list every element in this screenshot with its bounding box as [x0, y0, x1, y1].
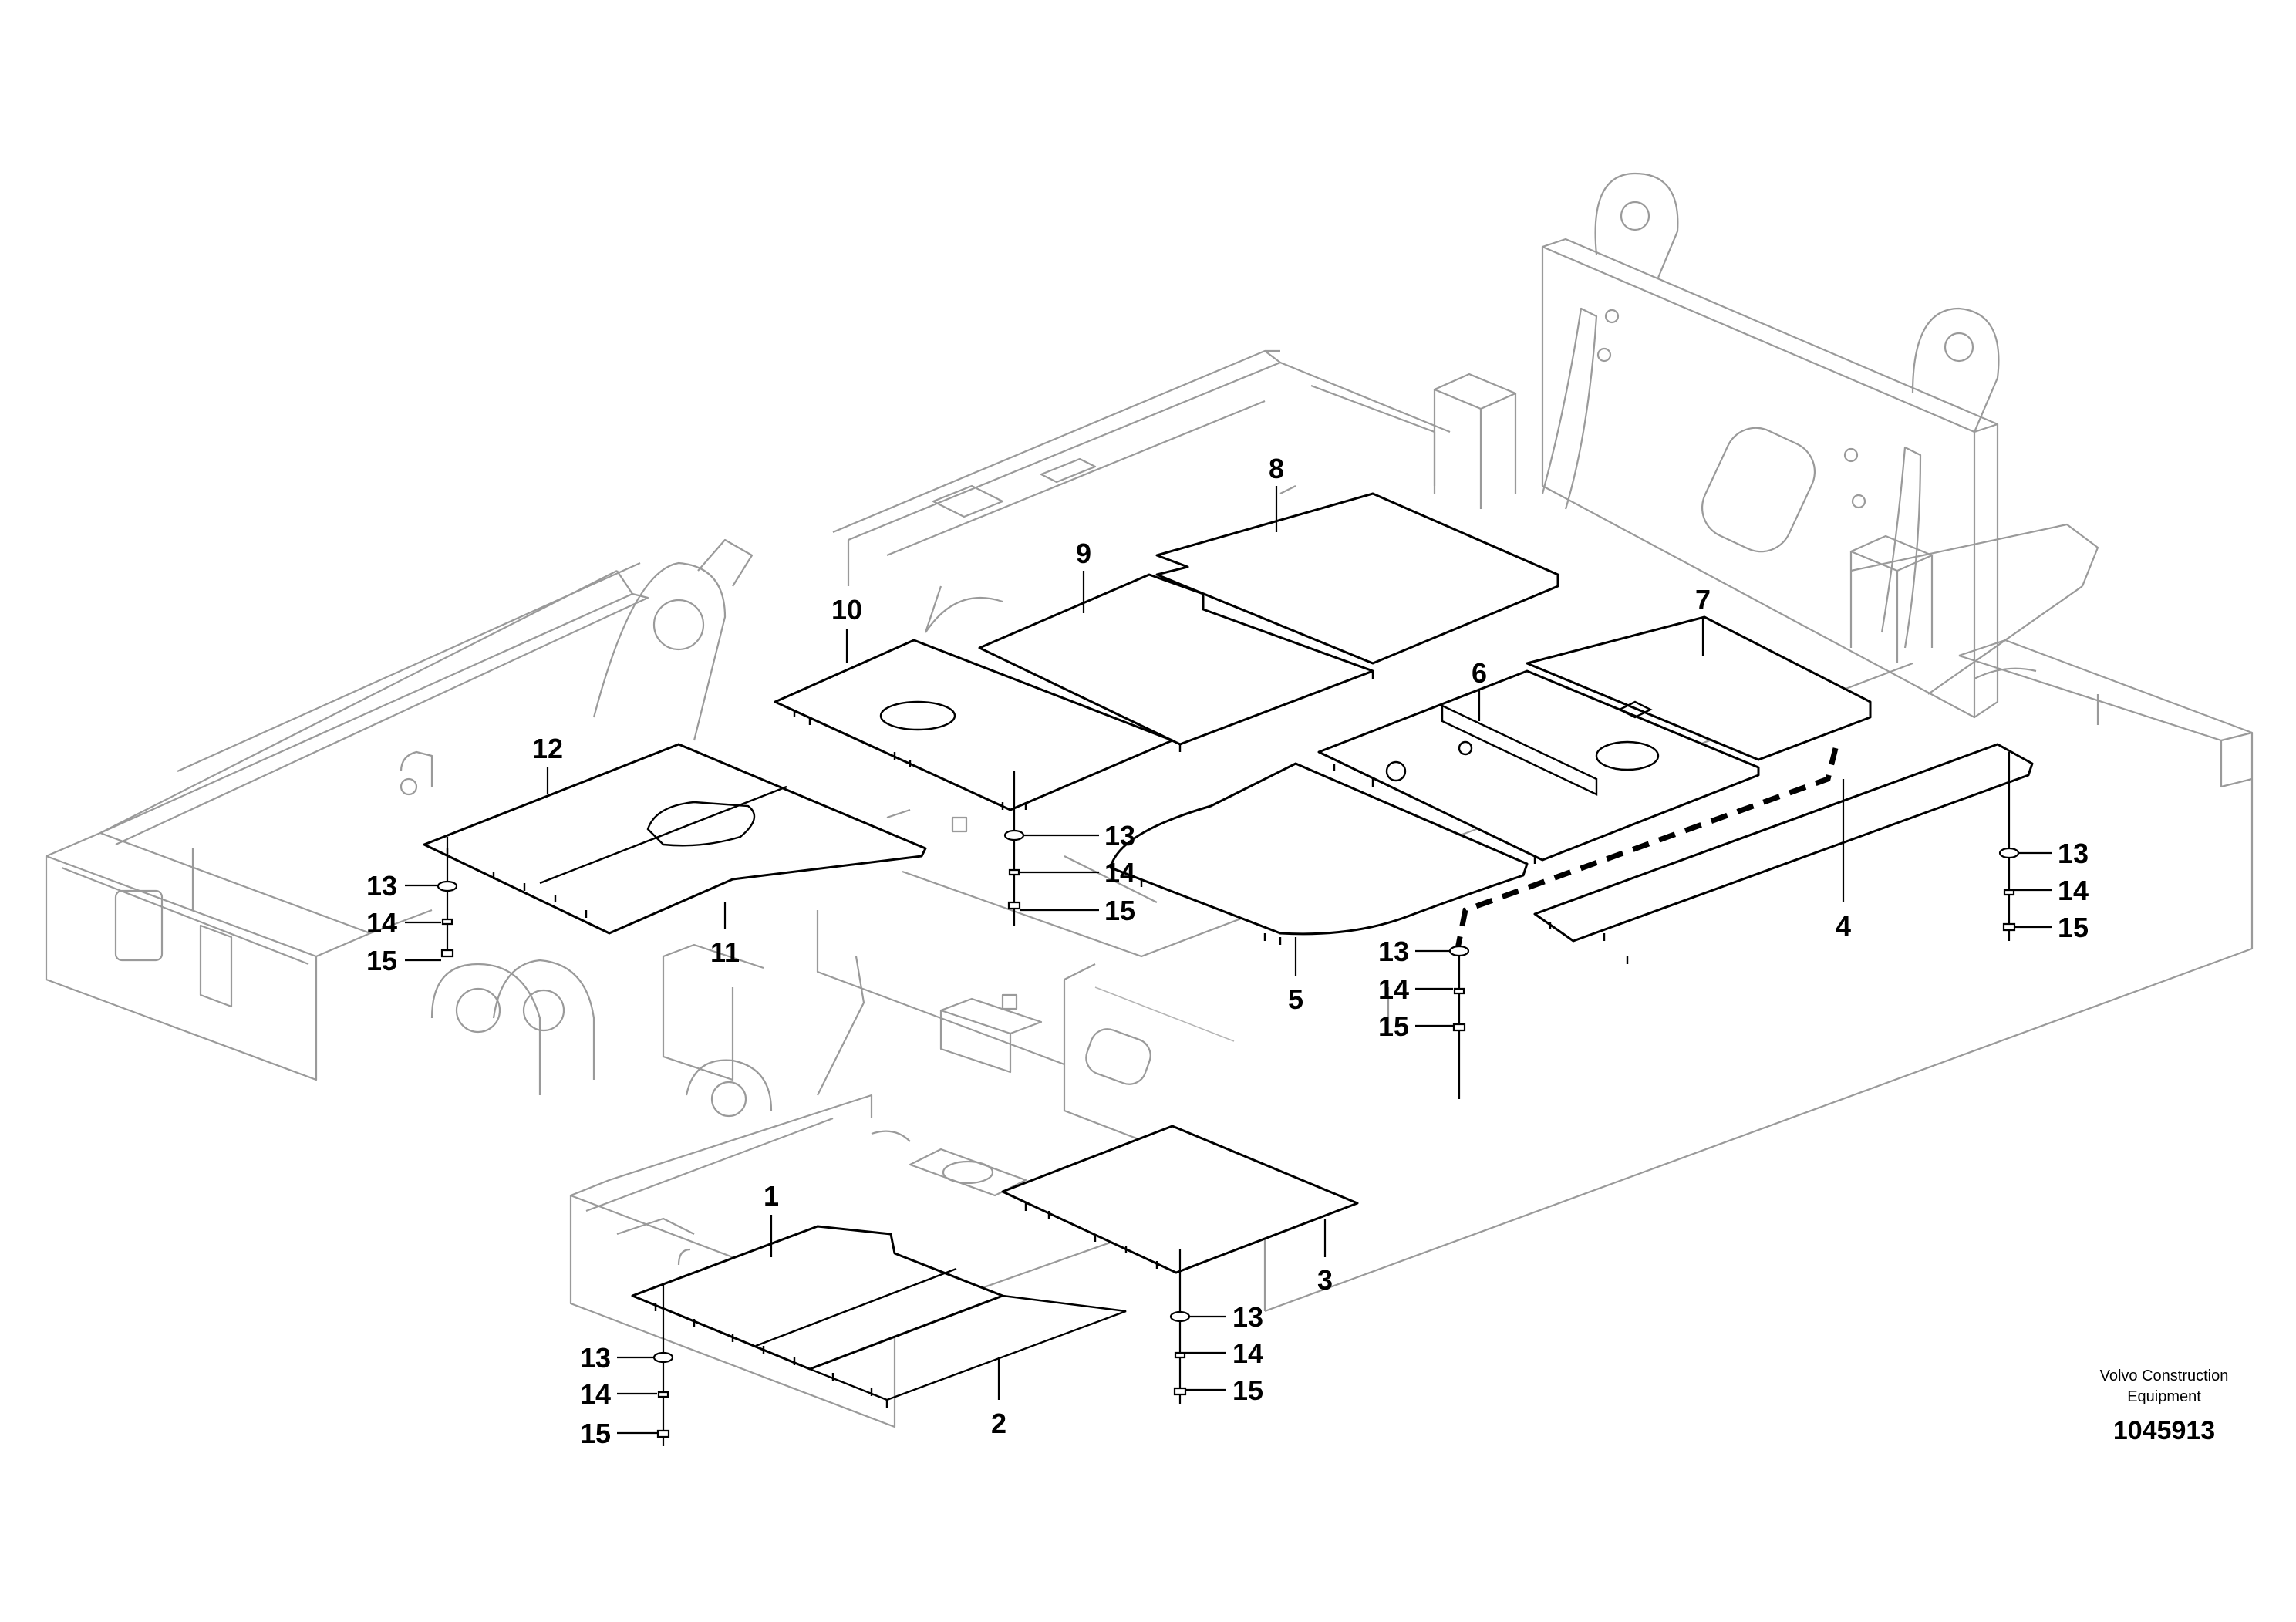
callout-15: 15 — [1232, 1374, 1263, 1406]
callout-14: 14 — [2058, 875, 2089, 906]
callout-7: 7 — [1695, 584, 1711, 615]
callout-13: 13 — [1378, 936, 1409, 967]
callout-14: 14 — [580, 1378, 611, 1410]
cover-panel-6 — [1317, 669, 1760, 862]
cover-panel-8 — [1155, 492, 1559, 665]
callout-14: 14 — [1232, 1337, 1263, 1369]
credit-line-2: Equipment — [2127, 1388, 2201, 1405]
fastener-stacks — [405, 752, 2052, 1446]
callout-15: 15 — [580, 1418, 611, 1449]
callout-6: 6 — [1472, 657, 1487, 689]
callout-13: 13 — [1104, 820, 1135, 851]
callout-8: 8 — [1269, 453, 1284, 484]
callout-10: 10 — [831, 594, 862, 626]
cover-panels — [423, 492, 2034, 1408]
callout-13: 13 — [2058, 838, 2089, 869]
chassis-frame — [45, 172, 2254, 1428]
callout-15: 15 — [1378, 1010, 1409, 1042]
cover-panel-7 — [1526, 615, 1872, 761]
callout-2: 2 — [991, 1408, 1006, 1439]
callout-13: 13 — [580, 1342, 611, 1374]
cover-panel-12 — [423, 743, 927, 935]
credit-block: Volvo Construction Equipment 1045913 — [2100, 1367, 2229, 1445]
credit-line-1: Volvo Construction — [2100, 1367, 2229, 1384]
callout-5: 5 — [1288, 983, 1303, 1015]
callout-14: 14 — [366, 907, 397, 939]
cover-panel-3 — [1001, 1125, 1359, 1274]
cover-panel-10 — [774, 639, 1174, 811]
sealing-strip — [1455, 747, 1839, 949]
callout-14: 14 — [1378, 973, 1409, 1005]
callout-1: 1 — [764, 1180, 779, 1212]
cover-panel-4 — [1533, 743, 2034, 943]
panel-flanges — [446, 710, 1629, 1396]
callout-12: 12 — [532, 733, 563, 764]
callout-11: 11 — [710, 936, 740, 968]
callouts: 1 2 3 4 5 6 7 8 9 10 11 12 13 14 15 13 1… — [366, 453, 2089, 1449]
callout-13: 13 — [1232, 1301, 1263, 1333]
cover-panel-5 — [1109, 762, 1529, 936]
callout-15: 15 — [366, 945, 397, 976]
document-number: 1045913 — [2113, 1416, 2215, 1445]
callout-13: 13 — [366, 870, 397, 902]
callout-3: 3 — [1317, 1264, 1333, 1296]
callout-15: 15 — [1104, 895, 1135, 926]
leader-lines — [546, 486, 1845, 1400]
callout-14: 14 — [1104, 857, 1135, 889]
callout-15: 15 — [2058, 912, 2089, 943]
callout-9: 9 — [1076, 538, 1091, 569]
callout-4: 4 — [1836, 910, 1851, 942]
